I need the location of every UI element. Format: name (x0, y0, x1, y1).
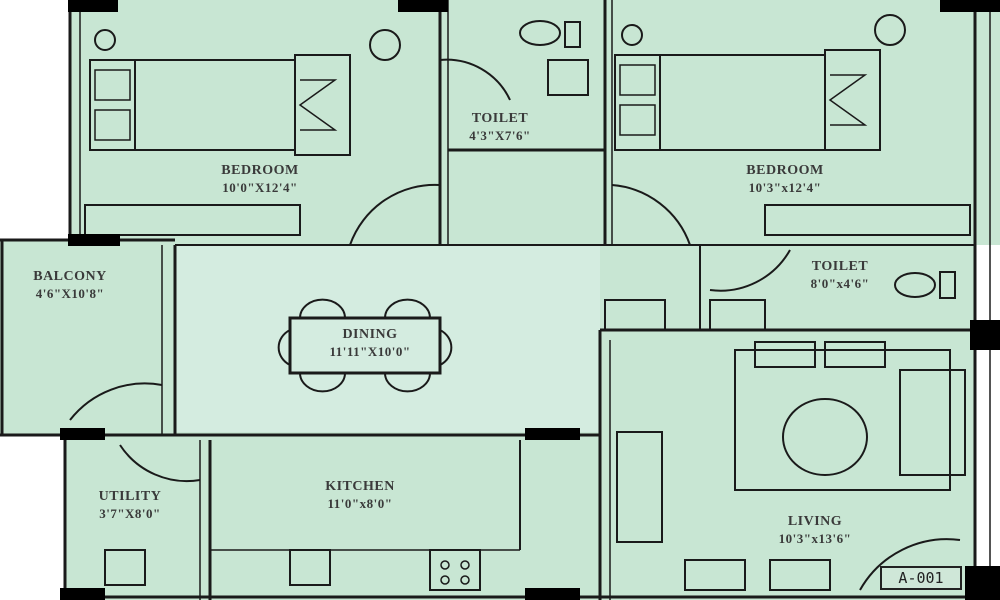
toilet-2-floor (600, 245, 975, 335)
pillar (398, 0, 448, 12)
room-name: LIVING (787, 514, 843, 529)
room-size: 10'0"X12'4" (222, 180, 298, 195)
room-name: BALCONY (33, 269, 107, 284)
room-label-bedroom-1: BEDROOM 10'0"X12'4" (180, 162, 340, 196)
room-size: 11'0"x8'0" (327, 496, 393, 511)
dining-floor (175, 245, 605, 435)
room-size: 4'6"X10'8" (35, 286, 105, 301)
unit-code-tag: A-001 (880, 566, 962, 590)
pillar (965, 566, 1000, 600)
room-size: 3'7"X8'0" (99, 506, 161, 521)
kitchen-floor (210, 432, 600, 600)
room-name: TOILET (811, 259, 869, 274)
room-name: DINING (342, 327, 398, 342)
room-label-toilet-2: TOILET 8'0"x4'6" (790, 258, 890, 292)
pillar (68, 234, 120, 246)
room-name: TOILET (471, 111, 529, 126)
room-size: 10'3"x13'6" (778, 531, 852, 546)
room-name: UTILITY (98, 489, 162, 504)
room-size: 8'0"x4'6" (810, 276, 870, 291)
pillar (940, 0, 1000, 12)
room-label-living: LIVING 10'3"x13'6" (745, 513, 885, 547)
room-size: 10'3"x12'4" (748, 180, 822, 195)
room-label-utility: UTILITY 3'7"X8'0" (70, 488, 190, 522)
pillar (60, 588, 105, 600)
room-size: 4'3"X7'6" (469, 128, 531, 143)
room-label-balcony: BALCONY 4'6"X10'8" (5, 268, 135, 302)
room-name: KITCHEN (325, 479, 395, 494)
room-label-dining: DINING 11'11"X10'0" (300, 326, 440, 360)
room-name: BEDROOM (221, 163, 299, 178)
utility-floor (65, 432, 210, 600)
room-label-kitchen: KITCHEN 11'0"x8'0" (290, 478, 430, 512)
pillar (970, 320, 1000, 350)
pillar (525, 428, 580, 440)
room-label-bedroom-2: BEDROOM 10'3"x12'4" (705, 162, 865, 196)
room-size: 11'11"X10'0" (329, 344, 411, 359)
room-label-toilet-1: TOILET 4'3"X7'6" (450, 110, 550, 144)
pillar (60, 428, 105, 440)
room-name: BEDROOM (746, 163, 824, 178)
pillar (525, 588, 580, 600)
pillar (68, 0, 118, 12)
